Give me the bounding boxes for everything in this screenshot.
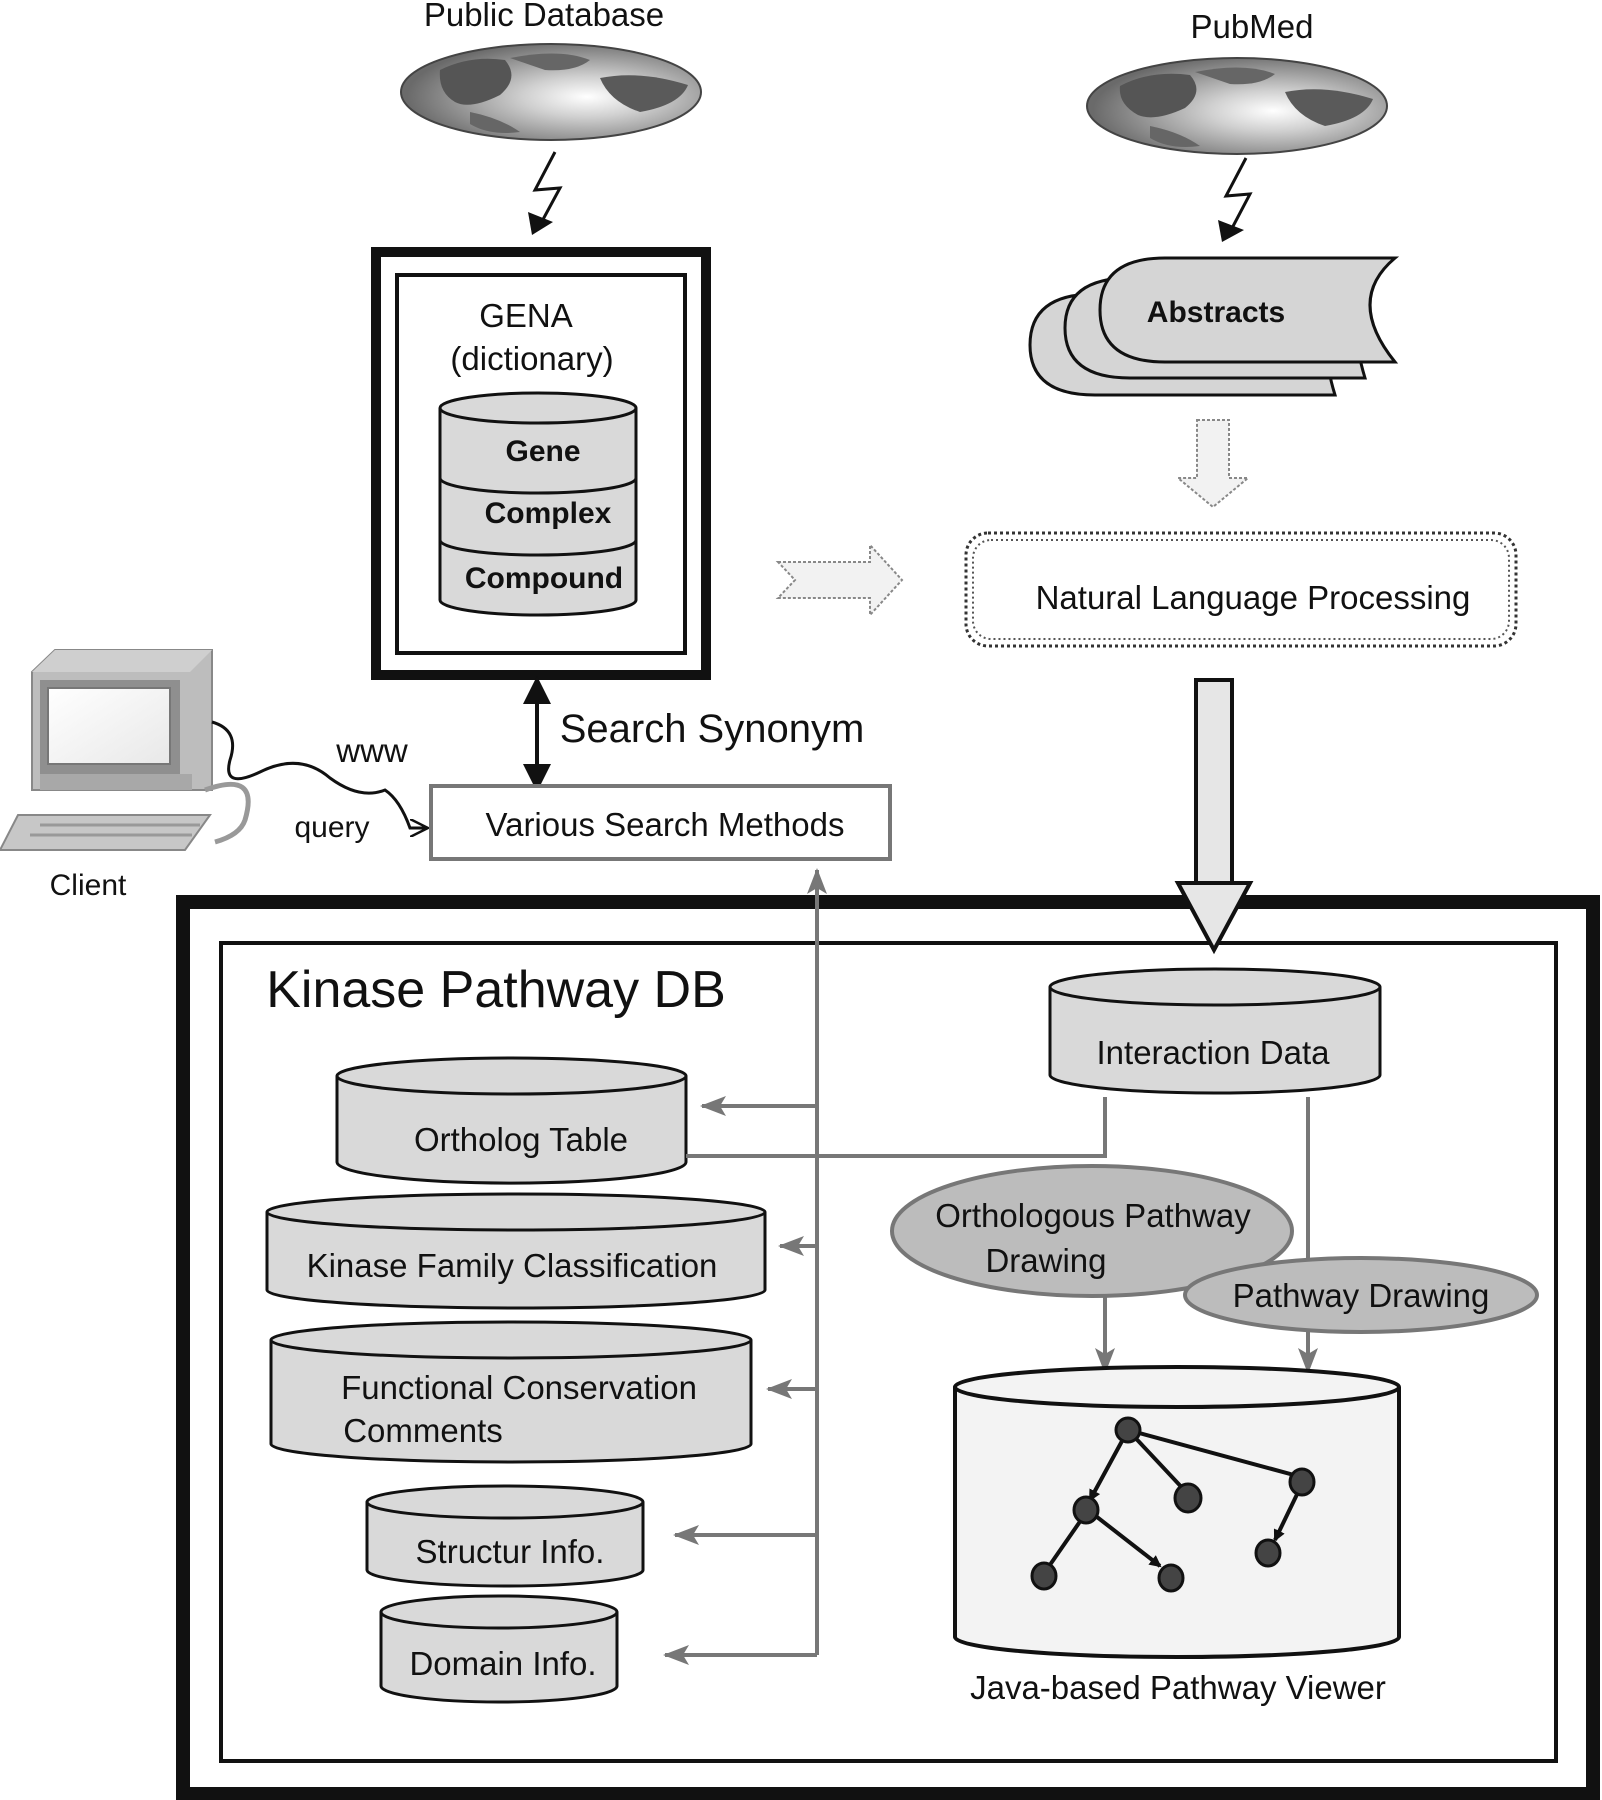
pathway-drawing-label: Pathway Drawing [1233, 1277, 1490, 1314]
public-database-globe: Public Database [400, 0, 702, 141]
database-cylinder-icon [438, 391, 638, 617]
gena-layer-gene: Gene [505, 435, 580, 468]
functional-conservation-line1: Functional Conservation [341, 1369, 697, 1406]
orthologous-pathway-drawing: Orthologous Pathway Drawing [890, 1164, 1294, 1298]
search-synonym-arrow [523, 676, 551, 792]
kinase-family-label: Kinase Family Classification [307, 1247, 718, 1284]
globe-icon [1086, 57, 1388, 155]
www-query-connector [211, 720, 428, 828]
ortholog-table-label: Ortholog Table [414, 1121, 628, 1158]
lightning-arrow-icon [1218, 157, 1253, 242]
client-computer: Client [0, 649, 251, 902]
various-search-methods-box: Various Search Methods [429, 784, 892, 861]
orthologous-line1: Orthologous Pathway [935, 1197, 1251, 1234]
www-label: www [335, 732, 408, 769]
structur-info-db: Structur Info. [365, 1484, 645, 1588]
gena-subtitle: (dictionary) [450, 340, 613, 377]
dotted-right-arrow [775, 542, 904, 618]
interaction-data-db: Interaction Data [1048, 967, 1382, 1095]
functional-conservation-line2: Comments [343, 1412, 503, 1449]
lightning-arrow-icon [528, 151, 563, 235]
gena-layer-compound: Compound [465, 562, 623, 595]
pubmed-label: PubMed [1191, 8, 1314, 45]
various-search-label: Various Search Methods [486, 806, 845, 843]
computer-icon [0, 649, 251, 851]
search-synonym-label: Search Synonym [560, 707, 865, 751]
ortholog-to-interaction-connector [686, 1097, 1107, 1158]
domain-info-db: Domain Info. [379, 1594, 619, 1704]
pathway-drawing: Pathway Drawing [1183, 1256, 1539, 1334]
document-stack-icon: Abstracts [1028, 256, 1400, 397]
nlp-box: Natural Language Processing [964, 531, 1518, 648]
pathway-graph-icon [1030, 1416, 1316, 1593]
dotted-down-arrow [1175, 419, 1251, 509]
structur-info-label: Structur Info. [416, 1533, 605, 1570]
kinase-family-db: Kinase Family Classification [265, 1192, 767, 1310]
client-label: Client [50, 869, 127, 902]
orthologous-line2: Drawing [985, 1242, 1106, 1279]
big-down-arrow-tip [1174, 881, 1254, 955]
java-viewer-label: Java-based Pathway Viewer [970, 1669, 1386, 1706]
gena-layer-complex: Complex [485, 497, 612, 530]
interaction-data-label: Interaction Data [1097, 1034, 1331, 1071]
public-database-label: Public Database [424, 0, 664, 33]
nlp-label: Natural Language Processing [1036, 579, 1471, 616]
domain-info-label: Domain Info. [409, 1645, 596, 1682]
abstracts-label: Abstracts [1147, 296, 1285, 329]
query-label: query [294, 811, 369, 844]
functional-conservation-db: Functional Conservation Comments [269, 1320, 753, 1464]
gena-title: GENA [479, 297, 573, 334]
globe-icon [400, 43, 702, 141]
ortholog-table-db: Ortholog Table [335, 1056, 688, 1185]
gena-dictionary-box: GENA (dictionary) Gene Complex Compound [371, 247, 711, 680]
kinase-db-title: Kinase Pathway DB [266, 961, 726, 1019]
pubmed-globe: PubMed [1086, 8, 1388, 155]
java-pathway-viewer: Java-based Pathway Viewer [953, 1365, 1401, 1706]
